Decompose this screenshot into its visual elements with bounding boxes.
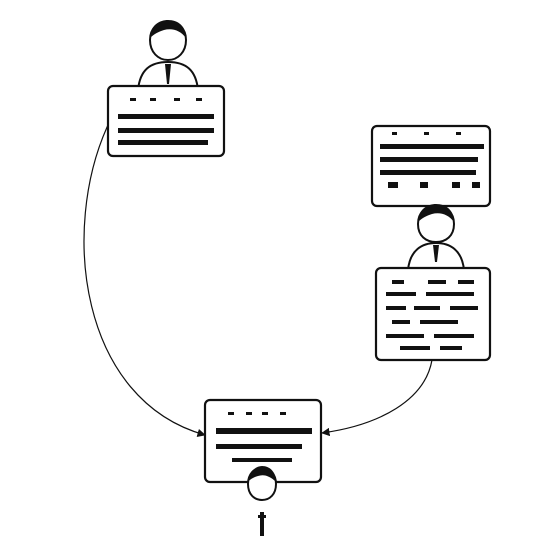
- person-icon: [406, 204, 466, 271]
- note-card-top-left: [106, 84, 226, 158]
- note-scribble: [380, 132, 484, 188]
- person-right: [406, 204, 466, 271]
- note-scribble: [216, 412, 312, 462]
- person-top-left: [136, 20, 200, 91]
- person-bottom: [246, 466, 278, 536]
- note-scribble: [118, 98, 214, 145]
- edge-right-to-bottom: [321, 359, 433, 437]
- note-card-right-upper: [370, 124, 492, 208]
- note-card-right-lower: [374, 266, 492, 362]
- edge-top-left-to-bottom: [83, 124, 206, 437]
- note-scribble: [386, 280, 478, 350]
- person-icon: [136, 20, 200, 91]
- person-icon: [246, 466, 278, 536]
